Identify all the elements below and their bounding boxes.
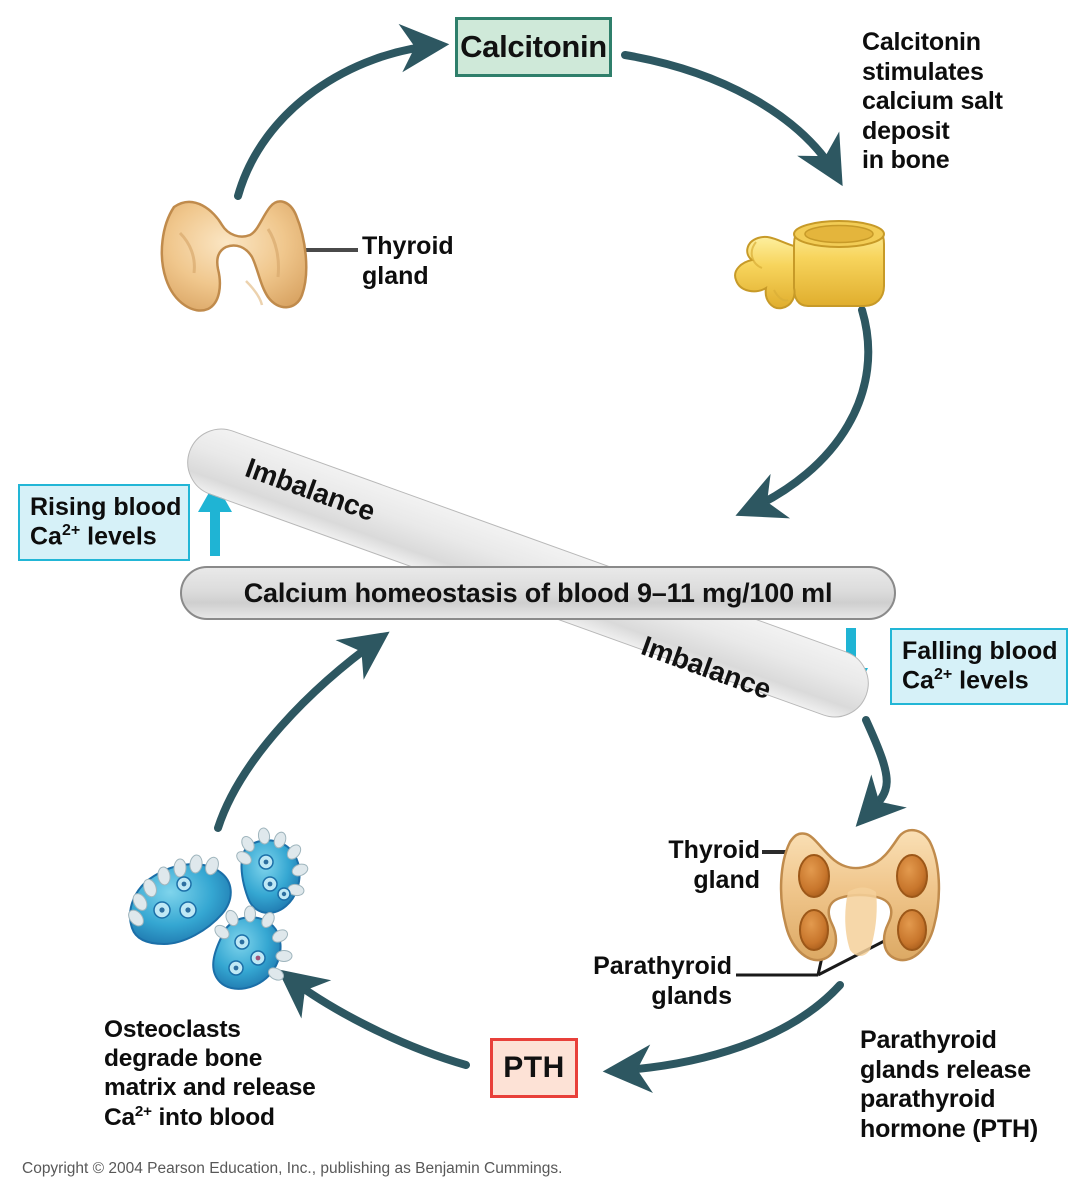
calcium-homeostasis-bar: Calcium homeostasis of blood 9–11 mg/100… — [180, 566, 896, 620]
pth-release-line-2: glands release — [860, 1055, 1031, 1084]
calcitonin-effect-line-2: stimulates — [862, 57, 984, 86]
falling-ca-line-1: Falling blood — [902, 637, 1058, 665]
osteoclast-effect-line-3: matrix and release — [104, 1073, 316, 1101]
calcium-homeostasis-label: Calcium homeostasis of blood 9–11 mg/100… — [243, 577, 833, 608]
thyroid-top-label-line-1: Thyroid — [362, 232, 454, 260]
falling-blood-ca-box: Falling blood Ca2+ levels — [890, 628, 1068, 706]
arrow-osteoclasts-to-homeostasis — [214, 631, 390, 832]
pth-release-line-1: Parathyroid — [860, 1026, 997, 1054]
calcitonin-effect-line-3: calcium salt — [862, 87, 1003, 115]
osteoclast-effect-line-1: Osteoclasts — [104, 1016, 241, 1043]
pth-release-text: Parathyroid glands release parathyroid h… — [860, 1026, 1082, 1144]
arrow-imbalance-to-parathyroid — [855, 716, 907, 827]
osteoclast-ion-charge: 2+ — [134, 1102, 152, 1120]
thyroid-gland-bottom-label: Thyroid gland — [610, 836, 760, 895]
osteoclast-cells-illustration — [128, 827, 309, 990]
parathyroid-label-line-2: glands — [651, 981, 732, 1010]
thyroid-top-label-line-2: gland — [362, 261, 429, 290]
calcitonin-effect-line-5: in bone — [862, 146, 950, 174]
osteoclast-cell-2 — [236, 827, 309, 914]
thyroid-gland-top-label: Thyroid gland — [362, 232, 454, 291]
parathyroid-gland-lower-right — [897, 909, 927, 951]
arrow-bone-to-homeostasis — [735, 306, 873, 519]
calcitonin-label: Calcitonin — [460, 29, 607, 64]
rising-ca-ion-charge: 2+ — [61, 522, 81, 539]
parathyroid-gland-upper-right — [896, 854, 928, 898]
falling-ca-ion-pre: Ca — [902, 666, 934, 695]
thyroid-gland-illustration — [160, 200, 308, 312]
falling-ca-ion-post: levels — [952, 666, 1029, 695]
osteoclast-effect-line-2: degrade bone — [104, 1044, 263, 1072]
copyright-notice: Copyright © 2004 Pearson Education, Inc.… — [22, 1160, 563, 1177]
falling-ca-ion-charge: 2+ — [933, 666, 953, 683]
bone-vertebra-illustration — [734, 220, 885, 310]
osteoclast-ion-pre: Ca — [104, 1103, 135, 1131]
osteoclast-effect-text: Osteoclasts degrade bone matrix and rele… — [104, 1016, 404, 1133]
parathyroid-gland-lower-left — [799, 909, 829, 951]
rising-ca-line-2: Ca2+ levels — [30, 522, 178, 551]
arrow-calcitonin-to-bone — [621, 51, 843, 187]
arrow-thyroid-to-calcitonin — [234, 23, 450, 200]
rising-ca-ion-post: levels — [80, 522, 157, 551]
rising-blood-ca-box: Rising blood Ca2+ levels — [18, 484, 190, 562]
osteoclast-cell-1 — [128, 854, 232, 946]
thyroid-bottom-label-line-2: gland — [693, 865, 760, 894]
parathyroid-label-line-1: Parathyroid — [593, 952, 732, 980]
calcitonin-effect-text: Calcitonin stimulates calcium salt depos… — [862, 28, 1077, 176]
calcitonin-node[interactable]: Calcitonin — [455, 17, 612, 77]
pth-release-line-3: parathyroid — [860, 1085, 996, 1113]
rising-ca-ion-pre: Ca — [30, 522, 62, 551]
calcitonin-effect-line-1: Calcitonin — [862, 28, 981, 56]
arrow-parathyroid-to-pth — [602, 981, 844, 1093]
thyroid-bottom-label-line-1: Thyroid — [668, 836, 760, 864]
rising-ca-up-arrow-icon — [198, 482, 232, 556]
pth-label: PTH — [503, 1051, 565, 1084]
parathyroid-gland-upper-left — [798, 854, 830, 898]
parathyroid-glands-label: Parathyroid glands — [566, 952, 732, 1011]
arrow-pth-to-osteoclasts — [277, 969, 470, 1069]
osteoclast-cell-3 — [212, 905, 293, 990]
pth-release-line-4: hormone (PTH) — [860, 1114, 1038, 1143]
osteoclast-ion-post: into blood — [151, 1103, 275, 1131]
thyroid-parathyroid-illustration — [779, 829, 941, 962]
calcitonin-effect-line-4: deposit — [862, 116, 950, 145]
pth-node[interactable]: PTH — [490, 1038, 578, 1098]
rising-ca-line-1: Rising blood — [30, 493, 182, 521]
falling-ca-line-2: Ca2+ levels — [902, 666, 1056, 695]
osteoclast-effect-line-4: Ca2+ into blood — [104, 1103, 404, 1133]
